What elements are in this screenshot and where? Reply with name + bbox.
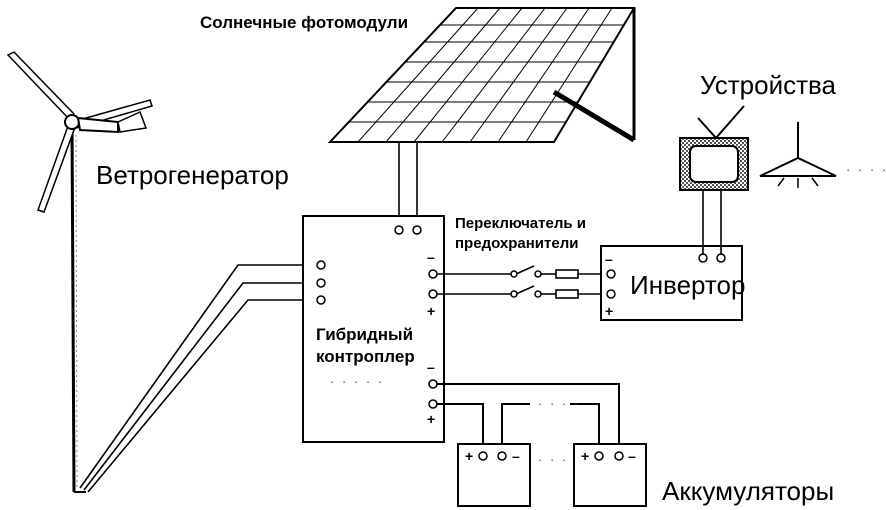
wind-turbine — [6, 51, 153, 493]
solar-panel — [327, 7, 636, 143]
lamp-icon — [759, 122, 837, 188]
inverter-minus: – — [605, 251, 613, 267]
inverter-input-terminals — [606, 269, 616, 299]
controller-label-line2: контроплер — [316, 347, 415, 366]
controller-load-minus: – — [427, 249, 435, 265]
solar-wires — [398, 142, 418, 228]
solar-label: Солнечные фотомодули — [200, 13, 408, 32]
controller-battery-minus: – — [427, 359, 435, 375]
inverter-label: Инвертор — [630, 270, 745, 300]
switch-blade — [515, 285, 535, 295]
turbine-mast — [70, 124, 76, 493]
controller-battery-plus: + — [427, 411, 435, 427]
battery-1-minus: – — [512, 448, 520, 464]
battery-1 — [457, 443, 531, 507]
battery-gap-ellipsis: · · · — [538, 452, 568, 467]
wind-label: Ветрогенератор — [96, 160, 289, 190]
switch-blade — [515, 265, 535, 275]
switch-fuse-wiring — [437, 265, 607, 299]
turbine-blade — [37, 124, 75, 213]
turbine-tail — [117, 110, 148, 133]
battery-wiring — [437, 383, 620, 444]
hybrid-controller — [302, 215, 445, 443]
controller-label-line1: Гибридный — [316, 325, 413, 344]
battery-2-minus: – — [628, 448, 636, 464]
battery-wire-ellipsis: · · · · — [538, 396, 580, 411]
battery-2-plus: + — [581, 448, 589, 464]
devices-more-ellipsis: · · · · — [846, 162, 886, 177]
controller-load-plus: + — [427, 303, 435, 319]
inverter-plus: + — [605, 303, 613, 319]
controller-solar-terminals — [394, 225, 422, 235]
battery-1-plus: + — [465, 448, 473, 464]
fuse — [555, 269, 579, 279]
controller-ellipsis: · · · · · — [330, 374, 384, 389]
switch-label-line2: предохранители — [455, 235, 578, 252]
wind-wires — [79, 264, 318, 493]
device-wires — [702, 190, 722, 254]
tv-icon — [679, 105, 749, 191]
devices-label: Устройства — [700, 70, 837, 100]
battery-2 — [573, 443, 647, 507]
controller-battery-terminals — [428, 379, 438, 409]
batteries-label: Аккумуляторы — [662, 476, 834, 506]
controller-wind-terminals — [316, 260, 326, 305]
fuse — [555, 289, 579, 299]
turbine-nacelle — [76, 116, 119, 134]
switch-label-line1: Переключатель и — [455, 215, 586, 232]
turbine-blade — [6, 51, 75, 122]
